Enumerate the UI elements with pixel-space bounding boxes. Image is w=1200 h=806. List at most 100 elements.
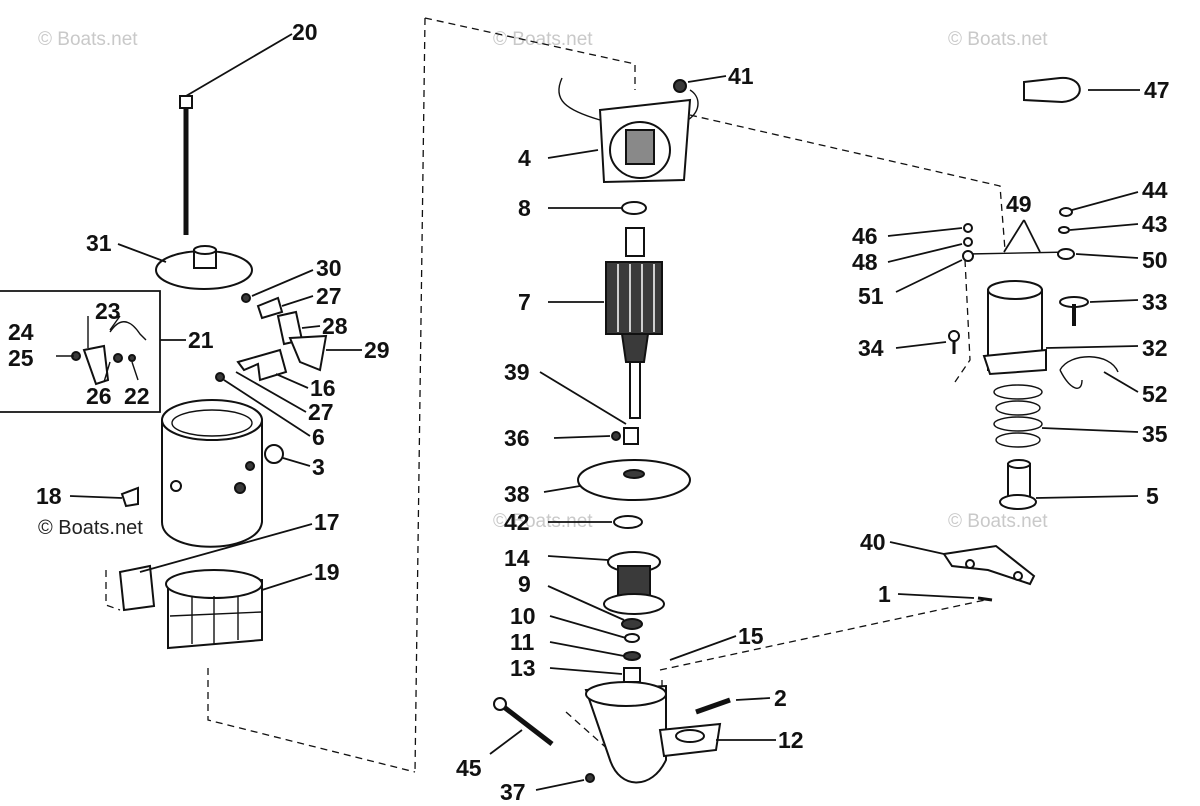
bushing-13 [549, 667, 641, 683]
washer-42 [548, 515, 643, 529]
callout-43: 43 [1142, 211, 1168, 237]
callout-39: 39 [504, 359, 530, 385]
solenoid-32 [982, 280, 1139, 376]
callout-33: 33 [1142, 289, 1168, 315]
washer-51 [895, 250, 974, 293]
clamp-52 [1059, 356, 1139, 393]
callout-8: 8 [518, 195, 531, 221]
callout-37: 37 [500, 779, 526, 805]
lead-49 [967, 219, 1071, 255]
washer-50 [1057, 248, 1139, 260]
callout-12: 12 [778, 727, 804, 753]
callout-34: 34 [858, 335, 884, 361]
watermark: © Boats.net [493, 511, 593, 532]
armature-7 [548, 227, 663, 419]
callout-4: 4 [518, 145, 531, 171]
callout-5: 5 [1146, 483, 1159, 509]
watermark: © Boats.net [948, 511, 1048, 532]
washer-10 [549, 615, 640, 643]
pointer-39 [539, 371, 627, 425]
callout-42: 42 [504, 509, 530, 535]
screw-36 [553, 427, 639, 445]
callout-2: 2 [774, 685, 787, 711]
watermark: © Boats.net [38, 29, 138, 50]
end-plate-38 [543, 459, 691, 501]
callout-23: 23 [95, 298, 121, 324]
screw-6 [215, 372, 311, 437]
plunger-5 [999, 459, 1139, 510]
nut-44 [1059, 191, 1139, 217]
callout-50: 50 [1142, 247, 1168, 273]
callout-30: 30 [316, 255, 342, 281]
callout-16: 16 [310, 375, 336, 401]
callout-numbers: 20 31 30 27 28 29 16 27 6 3 23 24 25 21 … [8, 19, 1170, 805]
callout-22: 22 [124, 383, 150, 409]
callout-29: 29 [364, 337, 390, 363]
spring-35 [993, 384, 1139, 448]
callout-46: 46 [852, 223, 878, 249]
callout-3: 3 [312, 454, 325, 480]
washer-8 [548, 201, 647, 215]
callout-38: 38 [504, 481, 530, 507]
bracket-27-lower [235, 371, 307, 413]
callout-24: 24 [8, 319, 34, 345]
ring-11 [549, 641, 641, 661]
callout-48: 48 [852, 249, 878, 275]
spring-9 [547, 585, 643, 630]
watermark: © Boats.net [948, 29, 1048, 50]
bolt-2 [695, 697, 771, 715]
callout-45: 45 [456, 755, 482, 781]
callout-1: 1 [878, 581, 891, 607]
bolt-41 [673, 75, 727, 93]
rod-20 [179, 33, 293, 235]
pin-15 [669, 635, 737, 661]
callout-17: 17 [314, 509, 340, 535]
pad-17 [118, 523, 313, 612]
callout-40: 40 [860, 529, 886, 555]
grommet-3 [264, 444, 311, 467]
nut-46 [887, 223, 973, 237]
cage-19 [165, 569, 313, 650]
callout-41: 41 [728, 63, 754, 89]
callout-44: 44 [1142, 177, 1168, 203]
lever-40 [889, 541, 1036, 586]
callout-10: 10 [510, 603, 536, 629]
callout-26: 26 [86, 383, 112, 409]
callout-35: 35 [1142, 421, 1168, 447]
callout-7: 7 [518, 289, 531, 315]
bolt-45 [489, 697, 554, 755]
callout-36: 36 [504, 425, 530, 451]
callout-52: 52 [1142, 381, 1168, 407]
callout-13: 13 [510, 655, 536, 681]
callout-18: 18 [36, 483, 62, 509]
callout-51: 51 [858, 283, 884, 309]
drive-14 [547, 551, 665, 615]
bracket-27-upper [256, 295, 314, 320]
callout-49: 49 [1006, 191, 1032, 217]
watermark: © Boats.net [493, 29, 593, 50]
contact-33 [1059, 296, 1139, 326]
drive-housing-12 [584, 681, 776, 784]
nut-37 [535, 773, 595, 791]
callout-27: 27 [316, 283, 342, 309]
boot-47 [1023, 76, 1140, 104]
callout-9: 9 [518, 571, 531, 597]
callout-19: 19 [314, 559, 340, 585]
field-coil-4 [547, 77, 699, 184]
kit-21-box [0, 290, 186, 413]
callout-21: 21 [188, 327, 214, 353]
strap-29 [288, 334, 362, 372]
end-cap-31 [117, 243, 253, 290]
callout-27: 27 [308, 399, 334, 425]
pin-1 [897, 593, 993, 602]
callout-15: 15 [738, 623, 764, 649]
field-frame [161, 399, 263, 548]
callout-20: 20 [292, 19, 318, 45]
washer-48 [887, 237, 973, 263]
callout-47: 47 [1144, 77, 1170, 103]
screw-30 [241, 269, 314, 303]
screw-34 [895, 330, 960, 354]
callout-28: 28 [322, 313, 348, 339]
